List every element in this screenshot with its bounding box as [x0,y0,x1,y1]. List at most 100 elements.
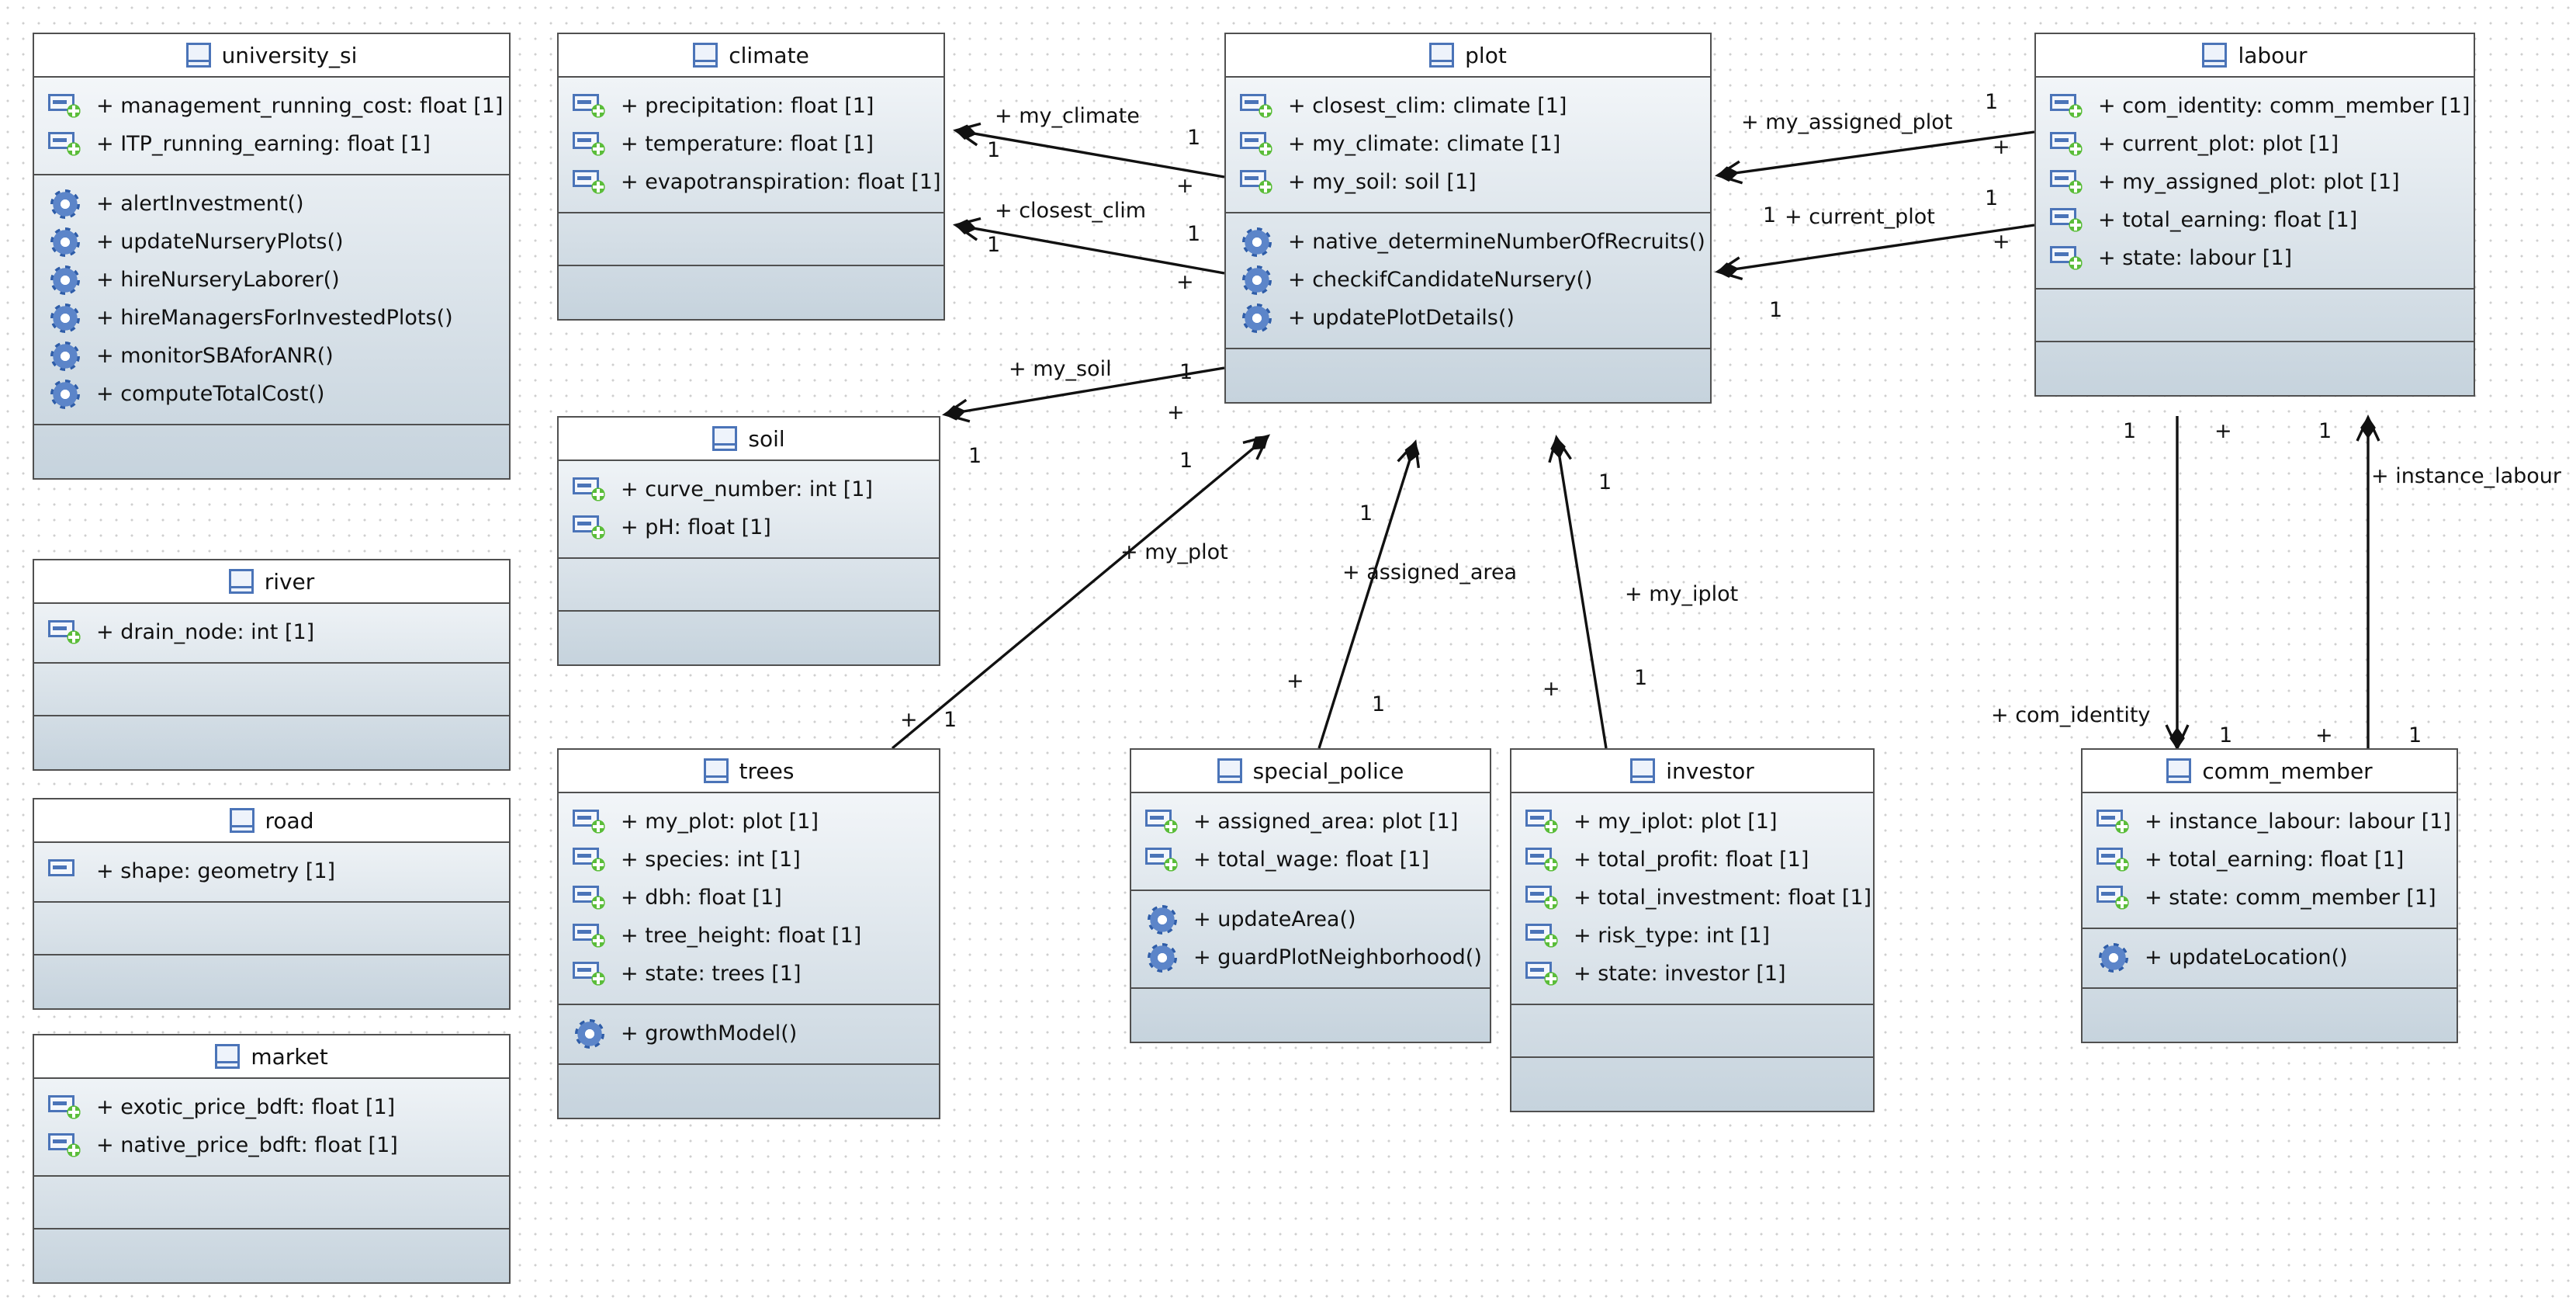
attribute-row[interactable]: + exotic_price_bdft: float [1] [34,1088,509,1126]
attribute-row[interactable]: + total_earning: float [1] [2036,201,2474,239]
attribute-row[interactable]: + tree_height: float [1] [559,917,939,955]
empty-section [34,425,509,478]
attribute-icon [1240,169,1274,196]
attribute-label: + ITP_running_earning: float [1] [96,132,431,156]
class-plot[interactable]: plot+ closest_clim: climate [1]+ my_clim… [1224,33,1712,404]
attribute-row[interactable]: + management_running_cost: float [1] [34,87,509,125]
attribute-row[interactable]: + species: int [1] [559,841,939,879]
attribute-row[interactable]: + shape: geometry [1] [34,852,509,890]
class-climate[interactable]: climate + precipitation: float [1]+ tempe… [557,33,945,321]
attribute-row[interactable]: + pH: float [1] [559,508,939,546]
attribute-row[interactable]: + evapotranspiration: float [1] [559,163,943,201]
class-name: university_si [221,42,358,68]
operation-label: + guardPlotNeighborhood() [1193,945,1482,969]
attribute-row[interactable]: + total_wage: float [1] [1131,841,1490,879]
attribute-label: + total_investment: float [1] [1574,886,1872,910]
attribute-label: + my_plot: plot [1] [621,810,819,834]
multiplicity-label: 1 [1179,449,1193,473]
class-icon [229,808,254,833]
operation-gear-icon [1242,227,1272,257]
operation-label: + hireNurseryLaborer() [96,268,340,292]
operation-row[interactable]: + guardPlotNeighborhood() [1131,938,1490,976]
operation-row[interactable]: + alertInvestment() [34,185,509,223]
attribute-row[interactable]: + state: investor [1] [1511,955,1873,993]
attribute-row[interactable]: + my_soil: soil [1] [1226,163,1710,201]
operation-row[interactable]: + hireNurseryLaborer() [34,261,509,299]
attribute-label: + exotic_price_bdft: float [1] [96,1095,396,1119]
class-header: climate [559,34,943,78]
visibility-label: + [1993,230,2010,254]
attribute-row[interactable]: + current_plot: plot [1] [2036,125,2474,163]
attributes-section: + my_plot: plot [1] + species: int [1]+ d… [559,793,939,1005]
attribute-label: + shape: geometry [1] [96,859,336,883]
attribute-label: + state: labour [1] [2098,246,2293,270]
attribute-icon [573,923,607,949]
operation-row[interactable]: + native_determineNumberOfRecruits() [1226,223,1710,261]
operation-row[interactable]: + updateNurseryPlots() [34,223,509,261]
class-soil[interactable]: soil+ curve_number: int [1]+ pH: float [… [557,416,940,666]
attribute-row[interactable]: + ITP_running_earning: float [1] [34,125,509,163]
attribute-label: + my_assigned_plot: plot [1] [2098,170,2400,194]
class-university-si[interactable]: university_si + management_running_cost: … [33,33,511,480]
attribute-row[interactable]: + state: labour [1] [2036,239,2474,277]
attribute-row[interactable]: + temperature: float [1] [559,125,943,163]
attribute-icon [2096,847,2131,873]
class-labour[interactable]: labour + com_identity: comm_member [1]+ c… [2034,33,2475,397]
attributes-section: + shape: geometry [1] [34,843,509,903]
attribute-row[interactable]: + assigned_area: plot [1] [1131,803,1490,841]
operation-row[interactable]: + monitorSBAforANR() [34,337,509,375]
role-label-instance-labour: + instance_labour [2371,464,2562,488]
attribute-row[interactable]: + total_earning: float [1] [2083,841,2457,879]
attribute-row[interactable]: + instance_labour: labour [1] [2083,803,2457,841]
attribute-label: + native_price_bdft: float [1] [96,1133,398,1157]
class-investor[interactable]: investor+ my_iplot: plot [1]+ total_prof… [1510,748,1875,1112]
visibility-label: + [1993,135,2010,159]
class-special-police[interactable]: special_police+ assigned_area: plot [1]+… [1130,748,1491,1043]
attribute-row[interactable]: + state: comm_member [1] [2083,879,2457,917]
operation-row[interactable]: + updateArea() [1131,900,1490,938]
attribute-row[interactable]: + risk_type: int [1] [1511,917,1873,955]
class-river[interactable]: river+ drain_node: int [1] [33,559,511,771]
attribute-row[interactable]: + my_iplot: plot [1] [1511,803,1873,841]
operations-section [2036,290,2474,342]
operation-label: + monitorSBAforANR() [96,344,334,368]
operation-row[interactable]: + computeTotalCost() [34,375,509,413]
operation-row[interactable]: + growthModel() [559,1014,939,1053]
class-icon [1429,43,1455,68]
attribute-icon [573,169,607,196]
class-road[interactable]: road+ shape: geometry [1] [33,798,511,1010]
attribute-icon [1145,809,1179,835]
class-market[interactable]: market+ exotic_price_bdft: float [1]+ na… [33,1034,511,1284]
attribute-row[interactable]: + total_investment: float [1] [1511,879,1873,917]
attribute-icon [48,1094,82,1121]
attribute-row[interactable]: + total_profit: float [1] [1511,841,1873,879]
multiplicity-label: 1 [1179,360,1193,384]
operation-row[interactable]: + updatePlotDetails() [1226,299,1710,337]
operation-row[interactable]: + hireManagersForInvestedPlots() [34,299,509,337]
attribute-row[interactable]: + dbh: float [1] [559,879,939,917]
operation-row[interactable]: + updateLocation() [2083,938,2457,976]
operations-section: + native_determineNumberOfRecruits()+ ch… [1226,213,1710,349]
class-comm-member[interactable]: comm_member+ instance_labour: labour [1]… [2081,748,2458,1043]
visibility-label: + [900,708,918,732]
multiplicity-label: 1 [1763,203,1777,227]
attribute-row[interactable]: + com_identity: comm_member [1] [2036,87,2474,125]
class-header: special_police [1131,750,1490,793]
attribute-icon [1525,809,1560,835]
operation-label: + updatePlotDetails() [1288,306,1515,330]
attribute-row[interactable]: + precipitation: float [1] [559,87,943,125]
attribute-row[interactable]: + my_assigned_plot: plot [1] [2036,163,2474,201]
operation-row[interactable]: + checkifCandidateNursery() [1226,261,1710,299]
class-icon [2166,758,2192,783]
class-trees[interactable]: trees + my_plot: plot [1] + species: int [… [557,748,940,1119]
attribute-row[interactable]: + my_plot: plot [1] [559,803,939,841]
attribute-row[interactable]: + state: trees [1] [559,955,939,993]
attribute-row[interactable]: + closest_clim: climate [1] [1226,87,1710,125]
attribute-row[interactable]: + native_price_bdft: float [1] [34,1126,509,1164]
attribute-row[interactable]: + my_climate: climate [1] [1226,125,1710,163]
attribute-row[interactable]: + curve_number: int [1] [559,470,939,508]
attribute-row[interactable]: + drain_node: int [1] [34,613,509,651]
attributes-section: + management_running_cost: float [1] + IT… [34,78,509,175]
class-header: trees [559,750,939,793]
class-name: labour [2238,42,2308,68]
